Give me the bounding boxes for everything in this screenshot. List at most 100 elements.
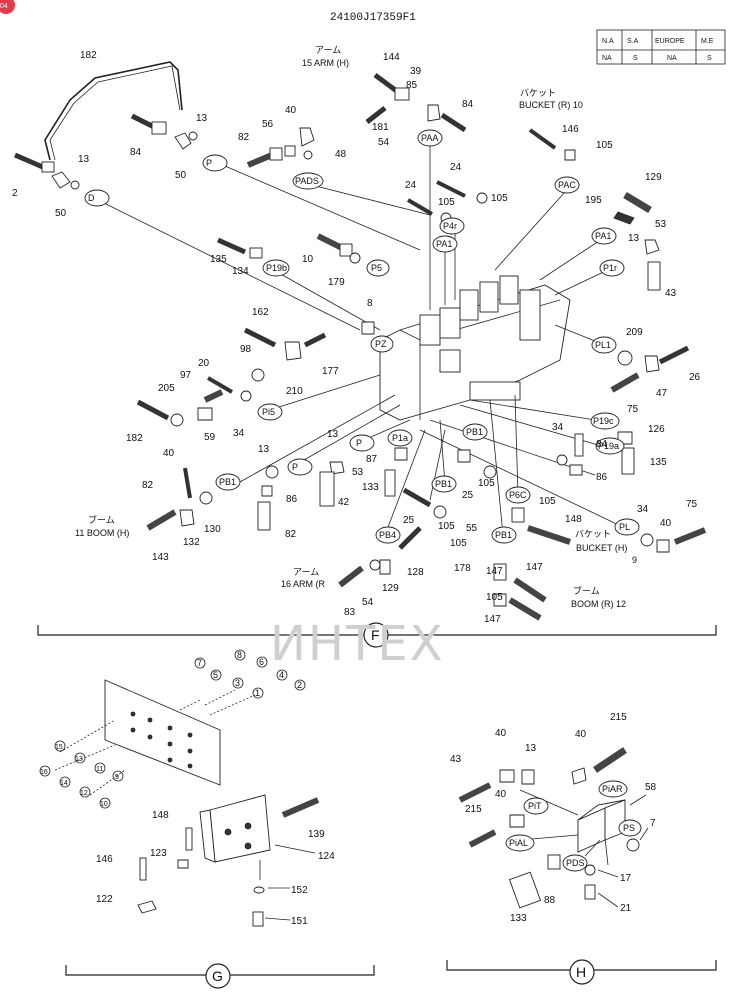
port-label: Pi5 (262, 407, 275, 417)
part-number: 34 (637, 504, 649, 515)
port-label: P1r (603, 263, 617, 273)
part-number: 59 (204, 432, 216, 443)
section-h-marker (569, 959, 595, 985)
port-label: P (292, 462, 298, 472)
part-number: 84 (462, 99, 474, 110)
part-number: 215 (610, 712, 627, 723)
part-number: 82 (142, 480, 154, 491)
note-boom-h-jp: ブーム (88, 514, 115, 525)
part-number: 40 (660, 518, 672, 529)
part-number: 86 (596, 472, 608, 483)
table-header-na: N.A (602, 38, 614, 45)
port-callout-labels: PAA PADS P D PAC P4r PA1 PA1 P1r P19b P5… (88, 133, 630, 540)
table-header-europe: EUROPE (655, 38, 685, 45)
port-label: P6C (509, 490, 527, 500)
panel-holes (130, 711, 193, 769)
part-number: 40 (495, 728, 507, 739)
port-label: PB1 (219, 477, 236, 487)
part-number: 182 (126, 433, 143, 444)
part-number: 205 (158, 383, 175, 394)
part-number: 147 (486, 566, 503, 577)
circled-callouts (39, 649, 306, 809)
part-number: 34 (552, 422, 564, 433)
part-number: 147 (484, 614, 501, 625)
part-number: 54 (378, 137, 390, 148)
table-cell-me: S (707, 55, 712, 62)
part-number: 43 (450, 754, 462, 765)
part-number: 8 (367, 298, 373, 309)
part-number: 14 (60, 780, 68, 787)
part-number: 6 (259, 657, 264, 667)
part-number: 178 (454, 563, 471, 574)
port-label: PB4 (379, 530, 396, 540)
part-number: 215 (465, 804, 482, 815)
part-number: 132 (183, 537, 200, 548)
port-label: P5 (371, 263, 382, 273)
part-number: 105 (596, 140, 613, 151)
part-number: 182 (80, 50, 97, 61)
part-number: 129 (382, 583, 399, 594)
part-number: 40 (495, 789, 507, 800)
part-number: 85 (406, 80, 418, 91)
port-label: PB1 (435, 479, 452, 489)
section-f-label: F (371, 627, 380, 643)
port-label: PA1 (595, 231, 611, 241)
part-number: 135 (650, 457, 667, 468)
part-number: 84 (596, 439, 608, 450)
page-badge (0, 0, 15, 14)
part-number: 146 (96, 854, 113, 865)
part-number: 123 (150, 848, 167, 859)
note-arm-r-jp: アーム (293, 567, 319, 577)
part-number: 124 (318, 851, 335, 862)
table-header-sa: S.A (627, 38, 639, 45)
part-number: 26 (689, 372, 701, 383)
note-bucket-h-jp: バケット (575, 529, 611, 539)
part-number: 54 (362, 597, 374, 608)
part-number: 97 (180, 370, 192, 381)
table-cell-sa: S (633, 55, 638, 62)
part-number: 53 (352, 467, 364, 478)
port-label: PL (619, 522, 630, 532)
port-label: PS (623, 823, 635, 833)
part-number: 42 (338, 497, 350, 508)
part-number: 122 (96, 894, 113, 905)
part-number: 55 (466, 523, 478, 534)
part-number: 105 (539, 496, 556, 507)
part-number: 4 (279, 670, 284, 680)
part-number: 143 (152, 552, 169, 563)
port-label: PiT (528, 801, 542, 811)
part-number: 134 (232, 266, 249, 277)
part-number: 144 (383, 52, 400, 63)
section-h-assembly: PiT PiAR PiAL PS PDS 215 40 13 40 43 40 … (446, 712, 717, 985)
note-boom-r-jp: ブーム (573, 585, 600, 596)
part-number: 75 (627, 404, 639, 415)
note-bucket-r: BUCKET (R) 10 (519, 100, 583, 110)
note-arm-h: 15 ARM (H) (302, 58, 349, 68)
port-label: PDS (566, 858, 585, 868)
part-number: 20 (198, 358, 210, 369)
table-header-me: M.E (701, 38, 714, 45)
part-number: 195 (585, 195, 602, 206)
part-number: 179 (328, 277, 345, 288)
part-number: 82 (285, 529, 297, 540)
part-number: 50 (55, 208, 67, 219)
port-label: PL1 (595, 340, 611, 350)
section-h-label: H (576, 964, 586, 980)
port-label: P1a (392, 433, 408, 443)
function-notes: アーム 15 ARM (H) バケット BUCKET (R) 10 ブーム 11… (75, 45, 637, 609)
part-number: 56 (262, 119, 274, 130)
part-number: 25 (403, 515, 415, 526)
section-g-label: G (212, 968, 223, 984)
part-number: 105 (478, 478, 495, 489)
table-cell-europe: NA (667, 55, 677, 62)
part-number: 48 (335, 149, 347, 160)
part-number: 135 (210, 254, 227, 265)
part-number: 13 (327, 429, 339, 440)
part-number: 105 (486, 592, 503, 603)
section-g-marker (205, 963, 231, 989)
page-badge-text: 04 (0, 3, 8, 10)
port-label: PAA (421, 133, 438, 143)
part-number: 8 (237, 650, 242, 660)
